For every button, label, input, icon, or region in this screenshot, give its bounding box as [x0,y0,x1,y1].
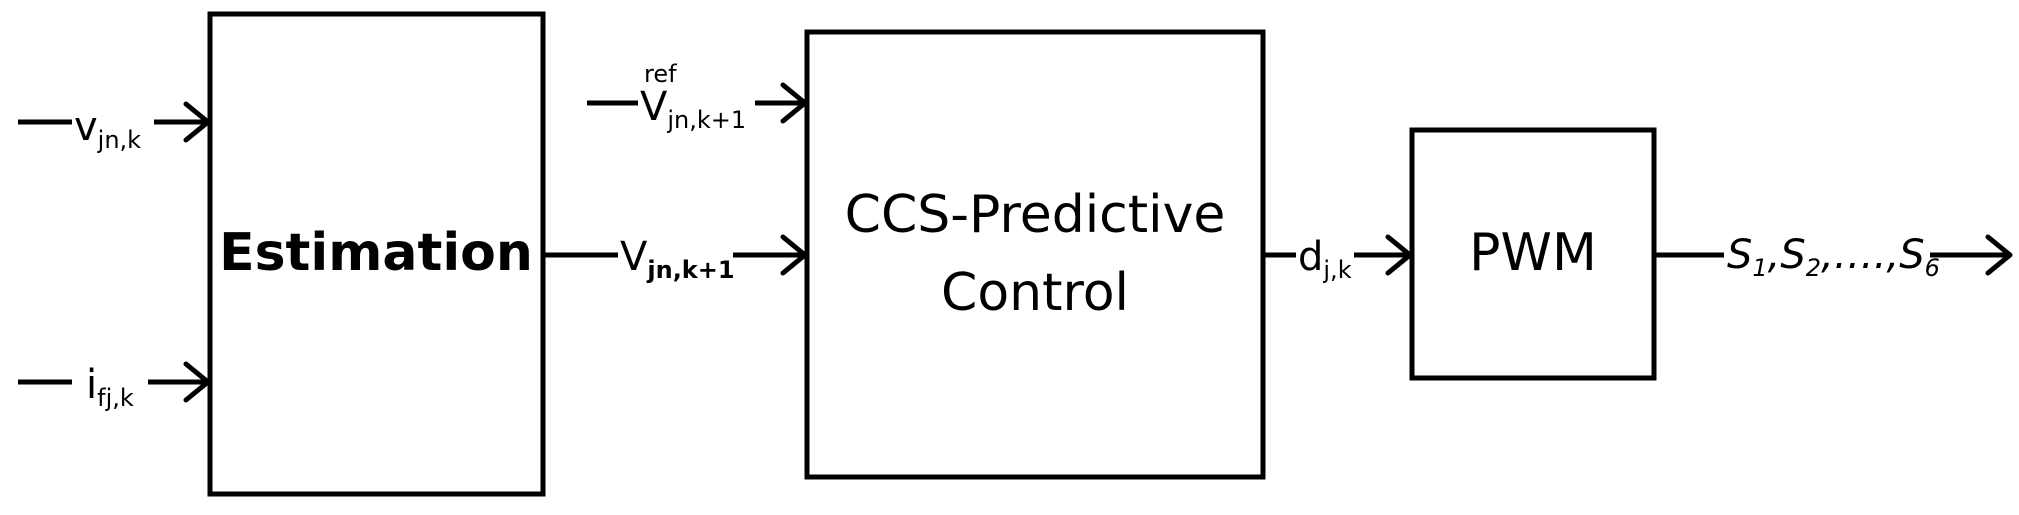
i-fj-k-label: ifj,k [86,362,134,412]
d-j-k-arrow [1265,234,1413,276]
switch-signals-output-arrow [1656,234,2013,276]
ccs-predictive-label: CCS-Predictive [845,185,1226,245]
v-jn-k-label: vjn,k [74,104,141,154]
d-j-k-label: dj,k [1298,234,1352,284]
switch-signals-label: S1,S2,….,S6 [1727,232,1940,282]
v-ref-superscript: ref [644,60,677,88]
estimation-block [207,11,546,497]
v-ref-label: Vjn,k+1 [640,84,746,134]
i-fj-k-input-arrow [18,361,211,403]
pwm-label: PWM [1469,223,1597,283]
estimation-label: Estimation [219,223,533,283]
v-estimated-label: Vjn,k+1 [620,234,735,284]
ccs-predictive-control-block [804,29,1266,480]
v-ref-input-arrow [587,82,808,124]
pwm-block [1409,127,1657,381]
v-jn-k-input-arrow [18,101,211,143]
control-label: Control [941,263,1129,323]
v-estimated-arrow [545,234,808,276]
